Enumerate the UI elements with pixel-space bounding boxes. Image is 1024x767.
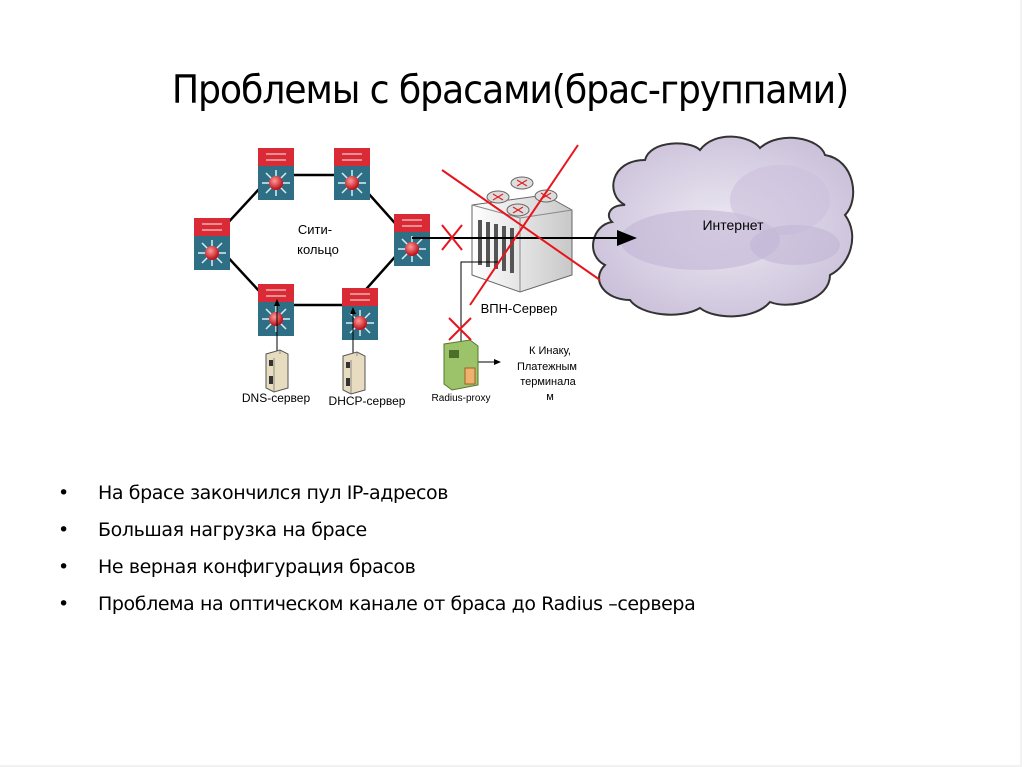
switch-icon xyxy=(393,213,431,267)
bullet-text: Не верная конфигурация брасов xyxy=(98,556,416,578)
inak-label: м xyxy=(546,391,554,403)
bullet-marker: • xyxy=(58,556,69,578)
vpn-server-icon xyxy=(471,176,573,293)
dns-server-icon xyxy=(265,349,289,393)
bullet-text: Большая нагрузка на брасе xyxy=(98,519,367,541)
switch-icon xyxy=(257,147,295,201)
failure-cross-icon xyxy=(448,317,472,341)
ring-label: Сити- xyxy=(298,222,332,237)
bullet-marker: • xyxy=(58,519,69,541)
internet-cloud xyxy=(592,135,855,318)
dhcp-server-icon xyxy=(342,351,366,395)
failure-cross-icon xyxy=(441,144,601,306)
slide-title: Проблемы с брасами(брас-группами) xyxy=(171,68,849,113)
inak-label: терминала xyxy=(520,376,576,388)
radius-proxy-icon xyxy=(443,339,479,391)
bullet-marker: • xyxy=(58,593,69,615)
radius-label: Radius-proxy xyxy=(432,393,491,404)
bullet-text: На брасе закончился пул IP-адресов xyxy=(98,482,449,504)
vpn-label: ВПН-Сервер xyxy=(481,301,558,316)
internet-label: Интернет xyxy=(702,217,764,233)
dns-label: DNS-сервер xyxy=(242,391,311,405)
city-ring-line xyxy=(210,173,412,307)
switch-icon xyxy=(193,217,231,271)
failure-cross-icon xyxy=(441,224,463,251)
dhcp-label: DHCP-сервер xyxy=(329,394,406,408)
bullet-marker: • xyxy=(58,482,69,504)
bullet-text: Проблема на оптическом канале от браса д… xyxy=(98,593,696,615)
switch-icon xyxy=(341,287,379,341)
switch-icon xyxy=(333,147,371,201)
inak-label: Платежным xyxy=(517,361,577,373)
switch-icon xyxy=(257,283,295,337)
inak-label: К Инаку, xyxy=(529,345,571,357)
ring-label: кольцо xyxy=(297,242,339,257)
